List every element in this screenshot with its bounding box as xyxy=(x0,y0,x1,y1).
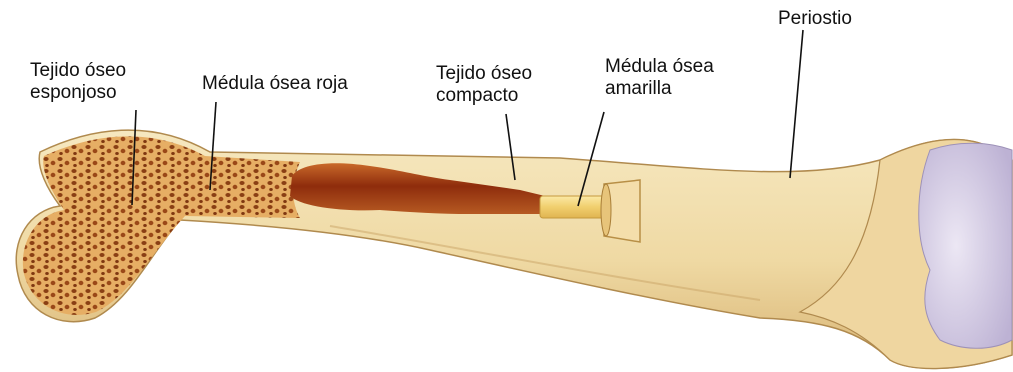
yellow-marrow-core xyxy=(539,195,609,219)
compact-bone-face xyxy=(600,183,612,237)
label-spongy-tissue: Tejido óseo esponjoso xyxy=(30,60,127,103)
label-yellow-marrow: Médula ósea amarilla xyxy=(605,56,714,99)
red-marrow-cavity xyxy=(290,163,545,214)
spongy-bone-region xyxy=(22,136,301,315)
label-compact-tissue: Tejido óseo compacto xyxy=(436,63,533,106)
leader-yellow-marrow xyxy=(577,111,605,207)
leader-compact xyxy=(505,113,516,181)
articular-cartilage xyxy=(918,142,1013,349)
label-red-marrow: Médula ósea roja xyxy=(202,73,348,94)
label-periosteum: Periostio xyxy=(778,8,852,29)
leader-spongy xyxy=(131,109,137,206)
leader-periosteum xyxy=(789,29,804,179)
leader-red-marrow xyxy=(209,101,217,191)
